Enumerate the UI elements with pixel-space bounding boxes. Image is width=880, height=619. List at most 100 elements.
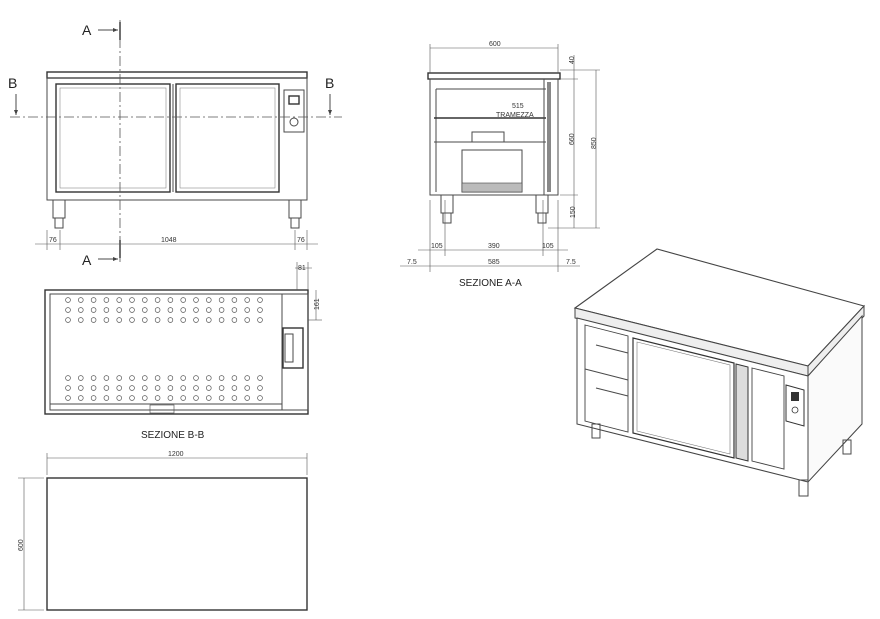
perforation-hole <box>142 385 148 391</box>
aa-dim-bottom-mid: 390 <box>488 243 500 250</box>
aa-dim-top-width: 600 <box>489 41 501 48</box>
perforation-hole <box>129 375 135 381</box>
control-panel <box>283 89 305 133</box>
perforation-hole <box>154 297 161 303</box>
perforation-hole <box>129 395 135 401</box>
perforation-hole <box>167 307 174 313</box>
perforation-hole <box>257 395 263 401</box>
perforation-hole <box>180 385 186 391</box>
perforation-hole <box>218 317 225 323</box>
section-bb-panel <box>282 327 304 369</box>
section-aa-leg-left <box>440 194 454 214</box>
perforation-hole <box>218 375 225 381</box>
front-body <box>46 77 308 201</box>
perforation-hole <box>257 385 263 391</box>
aa-label-part: TRAMEZZA <box>496 112 534 119</box>
perforation-hole <box>103 317 110 323</box>
perforation-hole <box>65 317 71 323</box>
section-aa-top <box>427 72 561 80</box>
section-bb-outline <box>44 289 309 415</box>
aa-dim-bottom-left: 105 <box>431 243 443 250</box>
perforation-hole <box>78 395 84 401</box>
perforation-hole <box>129 385 135 391</box>
perforation-hole <box>180 317 186 323</box>
perforation-hole <box>180 375 186 381</box>
perforation-hole <box>78 385 84 391</box>
perforation-hole <box>78 307 84 313</box>
section-a-top-label: A <box>82 22 92 38</box>
perforation-hole <box>180 297 186 303</box>
top-view-outline <box>46 477 308 611</box>
perforation-hole <box>167 395 174 401</box>
iso-control-panel <box>785 384 805 427</box>
perforation-hole <box>231 297 238 303</box>
perforation-hole <box>193 375 199 381</box>
section-b-left-label: B <box>8 75 17 91</box>
perforation-hole <box>244 297 250 303</box>
perforation-hole <box>142 297 148 303</box>
aa-dim-side-left: 7.5 <box>407 259 417 266</box>
perforation-hole <box>142 307 148 313</box>
perforation-hole <box>193 395 199 401</box>
perforation-hole <box>154 375 161 381</box>
perforation-hole <box>103 307 110 313</box>
iso-side-face <box>807 314 863 484</box>
perforation-hole <box>244 307 250 313</box>
perforation-hole <box>231 395 238 401</box>
perforation-hole <box>78 375 84 381</box>
perforation-hole <box>231 307 238 313</box>
perforation-hole <box>90 385 97 391</box>
front-dim-right: 76 <box>297 237 305 244</box>
iso-leg-3 <box>842 439 852 455</box>
perforation-hole <box>116 385 122 391</box>
perforation-hole <box>257 307 263 313</box>
perforation-hole <box>154 385 161 391</box>
perforation-hole <box>218 297 225 303</box>
top-dim-width: 1200 <box>168 451 184 458</box>
perforation-holes <box>65 297 263 401</box>
perforation-hole <box>257 375 263 381</box>
perforation-hole <box>193 307 199 313</box>
perforation-hole <box>90 395 97 401</box>
perforation-hole <box>257 297 263 303</box>
bb-dim-b: 161 <box>314 298 321 310</box>
perforation-hole <box>116 307 122 313</box>
perforation-hole <box>206 317 212 323</box>
aa-dim-base: 585 <box>488 259 500 266</box>
perforation-hole <box>65 395 71 401</box>
aa-dim-total-height: 850 <box>591 137 598 149</box>
perforation-hole <box>154 395 161 401</box>
perforation-hole <box>78 317 84 323</box>
perforation-hole <box>142 317 148 323</box>
iso-leg-2 <box>798 479 809 497</box>
perforation-hole <box>116 297 122 303</box>
perforation-hole <box>142 395 148 401</box>
aa-dim-leg-height: 150 <box>570 206 577 218</box>
aa-dim-bottom-right: 105 <box>542 243 554 250</box>
perforation-hole <box>167 385 174 391</box>
perforation-hole <box>90 297 97 303</box>
section-aa-view: 600 515 TRAMEZZA 40 660 850 150 105 390 … <box>400 41 600 289</box>
section-a-bottom-label: A <box>82 252 92 268</box>
perforation-hole <box>193 317 199 323</box>
aa-label-width: 515 <box>512 103 524 110</box>
perforation-hole <box>90 375 97 381</box>
perforation-hole <box>206 307 212 313</box>
section-aa-body <box>429 78 559 196</box>
perforation-hole <box>142 375 148 381</box>
top-dim-depth: 600 <box>18 539 25 551</box>
perforation-hole <box>154 317 161 323</box>
perforation-hole <box>116 395 122 401</box>
perforation-hole <box>193 385 199 391</box>
aa-dim-inner-height: 660 <box>569 133 576 145</box>
perforation-hole <box>65 297 71 303</box>
perforation-hole <box>206 297 212 303</box>
perforation-hole <box>103 297 110 303</box>
perforation-hole <box>103 385 110 391</box>
perforation-hole <box>206 395 212 401</box>
perforation-hole <box>116 375 122 381</box>
perforation-hole <box>180 395 186 401</box>
front-dim-width: 1048 <box>161 237 177 244</box>
perforation-hole <box>180 307 186 313</box>
